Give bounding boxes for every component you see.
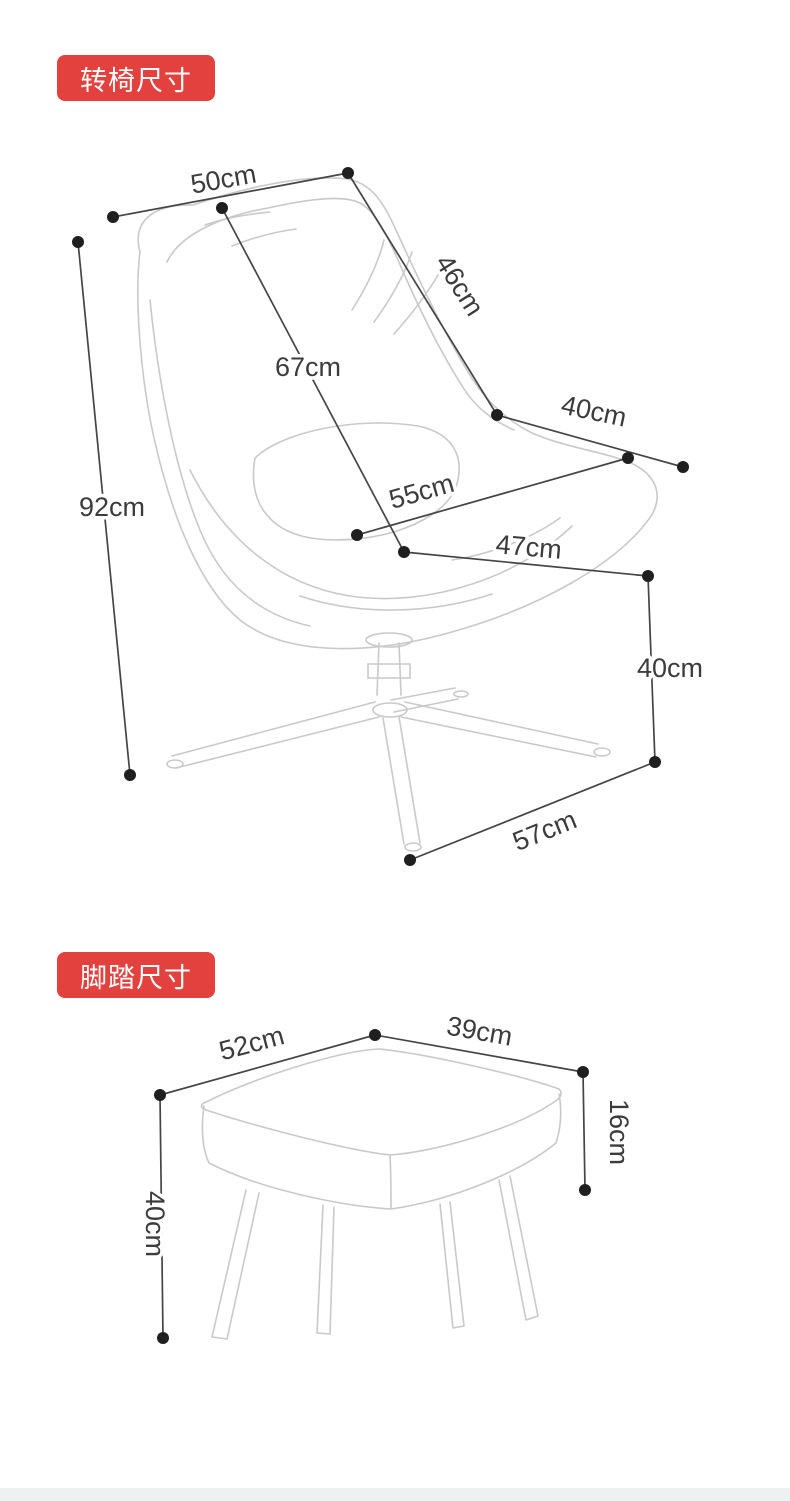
chair-foot-right — [593, 747, 611, 757]
chair-left-rim — [149, 299, 311, 627]
stool-leg-mid-left — [316, 1204, 335, 1335]
dim-dot — [369, 1029, 381, 1041]
dim-label-chair-backrest-height: 46cm — [429, 249, 489, 321]
dim-label-chair-seat-width: 55cm — [386, 468, 458, 515]
chair-foot-front — [404, 842, 422, 852]
dim-label-stool-cushion-height: 16cm — [604, 1099, 634, 1165]
dim-line-chair-seat-width — [356, 457, 629, 536]
dim-line-chair-backrest-height — [347, 172, 498, 416]
dim-label-chair-total-height: 92cm — [79, 492, 145, 522]
chair-crease — [299, 593, 493, 611]
chair-column-top — [365, 632, 413, 648]
dim-line-chair-total-height — [77, 241, 131, 776]
stool-cushion-skirt — [201, 1093, 562, 1210]
dim-line-chair-top-width — [112, 172, 349, 218]
dim-dot — [157, 1332, 169, 1344]
dim-label-chair-seat-height: 40cm — [637, 653, 703, 683]
dim-dot — [72, 236, 84, 248]
stool-leg-front-right — [498, 1175, 539, 1321]
chair-foot-left — [166, 759, 184, 769]
chair-size-badge-label: 转椅尺寸 — [80, 65, 192, 96]
dim-dot — [649, 756, 661, 768]
dim-label-stool-total-height: 40cm — [140, 1191, 170, 1257]
dim-label-chair-top-width: 50cm — [188, 159, 258, 200]
chair-leg-left — [171, 701, 380, 769]
dim-line-chair-seat-height — [647, 575, 656, 763]
dim-dot — [577, 1066, 589, 1078]
dim-label-chair-back-length: 67cm — [275, 352, 341, 382]
dim-line-chair-seat-depth — [403, 551, 649, 577]
stool-size-badge: 脚踏尺寸 — [57, 952, 215, 998]
chair-dimension-lines — [72, 167, 689, 866]
chair-crease — [393, 271, 441, 335]
dim-dot — [351, 529, 363, 541]
dim-dot — [107, 211, 119, 223]
dim-line-stool-total-height — [159, 1094, 164, 1339]
dim-dot — [677, 461, 689, 473]
stool-leg-front-left — [211, 1189, 260, 1340]
next-section-edge — [0, 1488, 790, 1501]
dim-label-chair-base-width: 57cm — [508, 804, 580, 857]
stool-size-badge-label: 脚踏尺寸 — [80, 962, 192, 993]
chair-crease — [231, 228, 297, 247]
chair-pillow — [252, 422, 460, 541]
chair-leg-back — [390, 687, 459, 713]
dim-dot — [398, 546, 410, 558]
dim-dot — [154, 1089, 166, 1101]
dim-line-stool-length — [159, 1034, 376, 1096]
dim-line-stool-cushion-height — [582, 1071, 586, 1191]
stool-front-seam — [389, 1154, 392, 1210]
dim-dot — [491, 409, 503, 421]
chair-column — [376, 642, 402, 696]
chair-shell-outline — [137, 177, 658, 650]
chair-crease — [351, 239, 385, 311]
dim-dot — [642, 570, 654, 582]
stool-cushion-top — [200, 1048, 562, 1156]
dim-dot — [124, 769, 136, 781]
stool-leg-mid-right — [439, 1201, 465, 1329]
chair-leg-front — [382, 716, 421, 845]
dim-dot — [342, 167, 354, 179]
dim-label-stool-length: 52cm — [216, 1020, 288, 1066]
dim-label-chair-arm-depth: 40cm — [558, 390, 629, 433]
chair-crease — [373, 251, 413, 323]
dim-line-chair-arm-depth — [496, 414, 684, 468]
stool-line-art — [200, 1048, 562, 1340]
dim-label-stool-width: 39cm — [444, 1011, 514, 1052]
dim-line-stool-width — [374, 1034, 584, 1073]
stool-dimension-labels: 52cm 39cm 16cm 40cm — [137, 1007, 638, 1260]
dim-dot — [579, 1184, 591, 1196]
chair-seat-bowl — [189, 469, 573, 600]
chair-crease — [204, 211, 271, 226]
dim-dot — [622, 452, 634, 464]
chair-foot-back — [453, 690, 469, 698]
chair-leg-right — [400, 701, 599, 758]
chair-size-badge: 转椅尺寸 — [57, 55, 215, 101]
dim-line-chair-back-length — [221, 207, 405, 553]
dim-label-chair-seat-depth: 47cm — [495, 529, 563, 565]
dim-line-chair-base-width — [409, 761, 656, 861]
stool-dimension-lines — [154, 1029, 591, 1344]
chair-mechanism — [367, 663, 411, 679]
dim-dot — [404, 854, 416, 866]
dim-dot — [216, 202, 228, 214]
chair-line-art — [137, 177, 658, 852]
